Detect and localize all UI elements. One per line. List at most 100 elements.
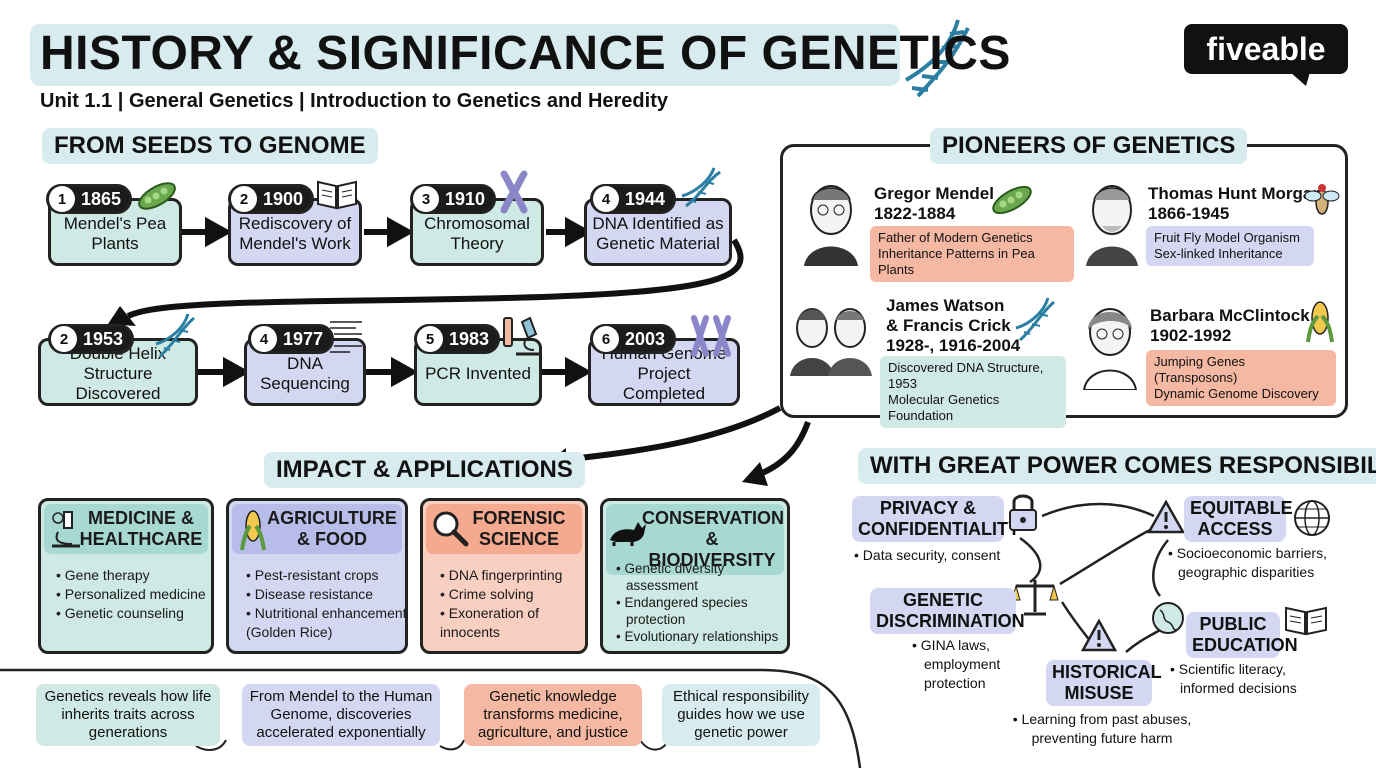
resp-desc-line: • Learning from past abuses, (1012, 711, 1192, 727)
dna-helix-icon (155, 313, 195, 358)
responsibility-section-title: WITH GREAT POWER COMES RESPONSIBILITY (858, 448, 1376, 484)
timeline-label: Mendel's Pea Plants (63, 214, 167, 253)
timeline-year: 1977 (283, 328, 324, 349)
microscope-icon (52, 511, 80, 548)
timeline-label: DNA Sequencing (260, 354, 350, 393)
resp-desc-line: employment (924, 656, 1001, 672)
takeaway-line: accelerated exponentially (256, 724, 426, 741)
impact-title-line: HEALTHCARE (79, 529, 203, 549)
resp-label-line: HISTORICAL (1052, 662, 1162, 682)
takeaway-line: Genetic knowledge (489, 688, 617, 705)
takeaway-line: genetic power (694, 724, 788, 741)
timeline-step-number: 4 (251, 326, 277, 352)
warning-icon (1146, 499, 1186, 534)
fruit-fly-icon (1304, 184, 1340, 215)
privacy-description: • Data security, consent (854, 547, 1001, 563)
resp-desc-line: informed decisions (1180, 680, 1297, 696)
pioneer-name: Thomas Hunt Morgan (1148, 184, 1323, 203)
resp-label-line: GENETIC (902, 590, 983, 610)
fiveable-logo[interactable]: fiveable (1184, 24, 1348, 74)
takeaway-line: transforms medicine, (483, 706, 623, 723)
impact-list: • DNA fingerprinting • Crime solving • E… (430, 566, 562, 642)
impact-list-item: • Personalized medicine (56, 586, 206, 602)
pioneer-desc-line: Father of Modern Genetics (878, 230, 1033, 245)
microscope-icon (503, 316, 540, 356)
pioneer-name-second: & Francis Crick (886, 316, 1011, 335)
impact-section-title: IMPACT & APPLICATIONS (264, 452, 585, 488)
pioneer-years: 1822-1884 (874, 204, 956, 223)
globe-icon (1152, 602, 1184, 634)
impact-list-item: • Genetic counseling (56, 605, 184, 621)
timeline-step-number: 5 (417, 326, 443, 352)
pea-pod-icon (138, 182, 176, 210)
impact-list-item: protection (626, 612, 686, 627)
resp-label-line: MISUSE (1064, 683, 1134, 703)
resp-label-line: PRIVACY & (879, 498, 977, 518)
impact-title-line: FORENSIC (472, 508, 566, 528)
access-description: • Socioeconomic barriers,geographic disp… (1168, 544, 1327, 582)
resp-desc-line: • Socioeconomic barriers, (1168, 545, 1327, 561)
impact-list-item: • Crime solving (440, 586, 534, 602)
timeline-step-number: 2 (51, 326, 77, 352)
takeaway-line: inherits traits across (61, 706, 195, 723)
magnifier-icon (433, 511, 469, 547)
warning-icon (1080, 618, 1118, 652)
globe-icon (1294, 500, 1330, 536)
chromosomes-icon (691, 315, 731, 357)
impact-list-item: • Exoneration of (440, 605, 540, 621)
pioneer-name: Gregor Mendel (874, 184, 994, 203)
takeaway-line: Genetics reveals how life (44, 688, 212, 705)
chromosome-icon (500, 170, 528, 214)
lock-icon (1009, 494, 1037, 531)
dna-icon (681, 167, 721, 208)
title-band (30, 24, 900, 86)
takeaway-line: guides how we use (677, 706, 805, 723)
impact-list-item: • Pest-resistant crops (246, 567, 379, 583)
impact-list-item: • Gene therapy (56, 567, 150, 583)
pea-pod-icon (992, 185, 1032, 215)
resp-label-line: EDUCATION (1192, 635, 1298, 655)
impact-list: • Pest-resistant crops • Disease resista… (236, 566, 407, 642)
timeline-step-number: 3 (413, 186, 439, 212)
resp-desc-line: • GINA laws, (912, 637, 991, 653)
takeaway-line: Ethical responsibility (673, 688, 809, 705)
timeline-step-number: 4 (593, 186, 619, 212)
impact-title-line: & FOOD (297, 529, 367, 549)
resp-label-line: EQUITABLE (1190, 498, 1293, 518)
pioneer-name: Barbara McClintock (1150, 306, 1310, 325)
education-description: • Scientific literacy,informed decisions (1170, 660, 1297, 698)
dna-icon (1015, 297, 1055, 342)
pioneers-section-title: PIONEERS OF GENETICS (930, 128, 1248, 164)
impact-title-line: & BIODIVERSITY (648, 529, 776, 570)
impact-list-item: • Genetic diversity (616, 561, 725, 576)
morgan-portrait (1086, 185, 1138, 266)
impact-list-item: • Endangered species (616, 595, 748, 610)
privacy-label: PRIVACY &CONFIDENTIALITY (852, 496, 1020, 542)
timeline-label: Rediscovery of Mendel's Work (238, 214, 352, 253)
book-icon (317, 180, 357, 210)
timeline-label: PCR Invented (425, 364, 531, 383)
impact-list-item: assessment (626, 578, 699, 593)
pioneer-desc-line: Fruit Fly Model Organism (1154, 230, 1300, 245)
resp-desc-line: preventing future harm (1031, 730, 1173, 746)
impact-title-line: SCIENCE (478, 529, 559, 549)
logo-speech-tail (1290, 72, 1310, 86)
pioneer-desc-line: Sex-linked Inheritance (1154, 246, 1283, 261)
takeaway-line: Genome, discoveries (270, 706, 412, 723)
pioneer-desc-line: Inheritance Patterns in Pea Plants (878, 246, 1035, 277)
page-title: HISTORY & SIGNIFICANCE OF GENETICS (40, 27, 1011, 80)
timeline-year-badge: 4 1977 (248, 324, 335, 354)
